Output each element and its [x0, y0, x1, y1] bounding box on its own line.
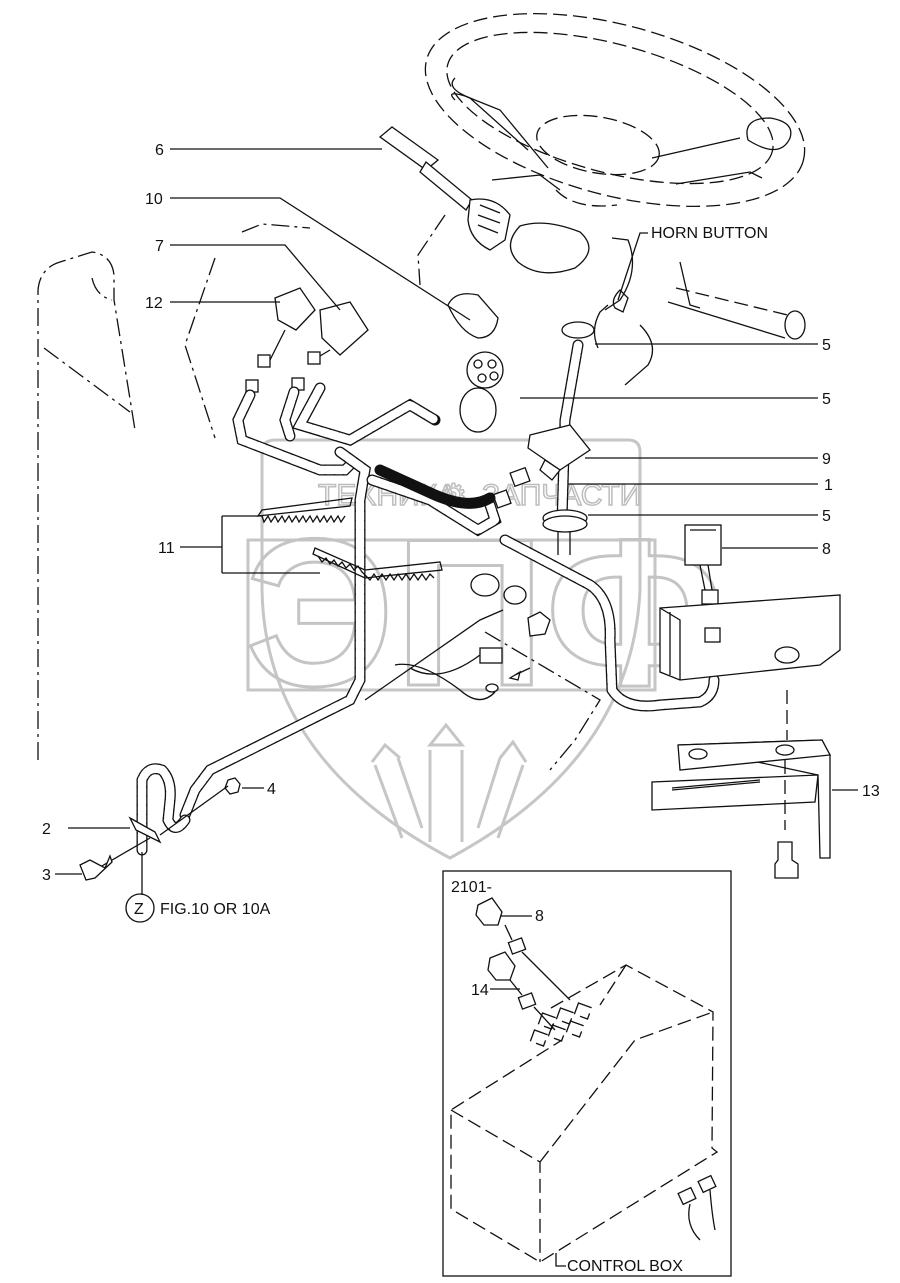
control-box-label: CONTROL BOX	[567, 1258, 683, 1275]
watermark-banner	[246, 538, 657, 692]
inset-callout-8: 8	[535, 908, 544, 925]
inset-frame	[442, 870, 732, 1277]
callout-10: 10	[145, 191, 163, 208]
watermark-wheat-icon	[370, 722, 528, 842]
column-harness-coil	[459, 321, 595, 555]
seat-panel-outline	[37, 223, 311, 760]
callout-2: 2	[42, 821, 51, 838]
callout-13: 13	[862, 783, 880, 800]
keypad-cutouts	[529, 1002, 593, 1047]
switch-9	[492, 424, 591, 509]
clamp-assembly	[79, 763, 241, 895]
watermark-logo-text: ЭПФ	[245, 495, 725, 730]
callout-9: 9	[822, 451, 831, 468]
inset-callout-14: 14	[471, 982, 489, 999]
figure-reference: Z FIG.10 OR 10A	[125, 893, 271, 923]
misc-connectors	[470, 573, 601, 771]
reference-marker: Z	[134, 901, 144, 918]
inset-serial-label: 2101-	[451, 879, 492, 896]
callout-8: 8	[822, 541, 831, 558]
callout-12: 12	[145, 295, 163, 312]
reference-text: FIG.10 OR 10A	[160, 901, 271, 918]
callout-4: 4	[267, 781, 276, 798]
steering-column	[417, 174, 806, 386]
callout-horn-button: HORN BUTTON	[651, 225, 768, 242]
harness-clips-11	[256, 497, 443, 582]
reference-marker-circle	[125, 893, 155, 923]
callout-5-upper: 5	[822, 337, 831, 354]
switch-8	[684, 524, 722, 605]
callout-3: 3	[42, 867, 51, 884]
steering-wheel	[424, 12, 806, 208]
callout-6: 6	[155, 142, 164, 159]
mounting-bracket	[659, 594, 841, 740]
inset-control-box: 2101- 8 14 CONTROL BOX	[442, 870, 732, 1277]
ignition-switch	[447, 293, 504, 389]
wiring-harness	[179, 382, 720, 821]
callout-5-middle: 5	[822, 391, 831, 408]
bracket-13	[651, 739, 832, 879]
horn-button-icon	[612, 289, 629, 313]
leader-lines	[55, 148, 858, 875]
grommet	[459, 387, 497, 433]
turn-signal-lever	[378, 126, 511, 251]
callout-labels: 6 10 7 12 HORN BUTTON 5 5 9 1 5 8 11 4 2…	[42, 142, 880, 884]
callout-7: 7	[155, 238, 164, 255]
callout-1: 1	[824, 477, 833, 494]
callout-5-lower: 5	[822, 508, 831, 525]
connectors-12-7	[245, 287, 369, 393]
callout-11: 11	[158, 540, 175, 557]
